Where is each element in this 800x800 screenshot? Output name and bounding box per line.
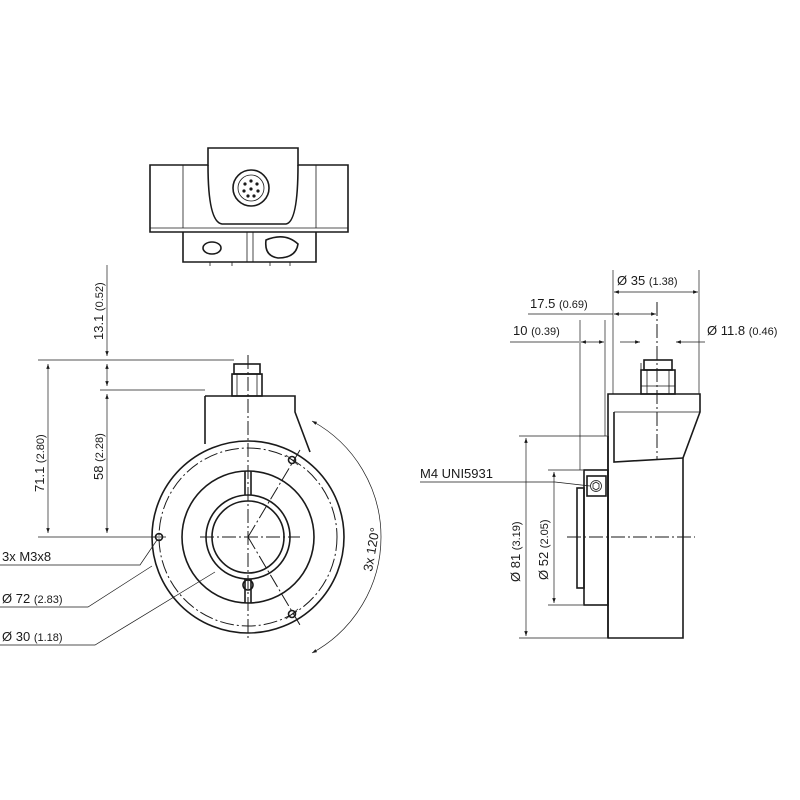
dia-35-label: Ø 35 (1.38) <box>617 273 678 288</box>
m3-label: 3x M3x8 <box>2 549 51 564</box>
dia-30-label: Ø 30 (1.18) <box>2 629 63 644</box>
top-view <box>149 147 349 266</box>
dim-17-label: 17.5 (0.69) <box>530 296 588 311</box>
side-dimensions <box>420 270 705 639</box>
dim-10-label: 10 (0.39) <box>513 323 560 338</box>
dia-81-label: Ø 81 (3.19) <box>508 521 523 582</box>
dim-71-label: 71.1 (2.80) <box>32 434 47 492</box>
front-dimensions <box>0 265 382 654</box>
dia-72-label: Ø 72 (2.83) <box>2 591 63 606</box>
dim-13-label: 13.1 (0.52) <box>91 282 106 340</box>
dim-58-label: 58 (2.28) <box>91 433 106 480</box>
dim-120-label: 3x 120° <box>360 526 382 572</box>
dia-11-label: Ø 11.8 (0.46) <box>707 323 777 338</box>
front-view <box>151 355 345 640</box>
side-view <box>567 302 701 639</box>
m4-label: M4 UNI5931 <box>420 466 493 481</box>
dia-52-label: Ø 52 (2.05) <box>536 519 551 580</box>
connector-icon <box>232 169 270 207</box>
